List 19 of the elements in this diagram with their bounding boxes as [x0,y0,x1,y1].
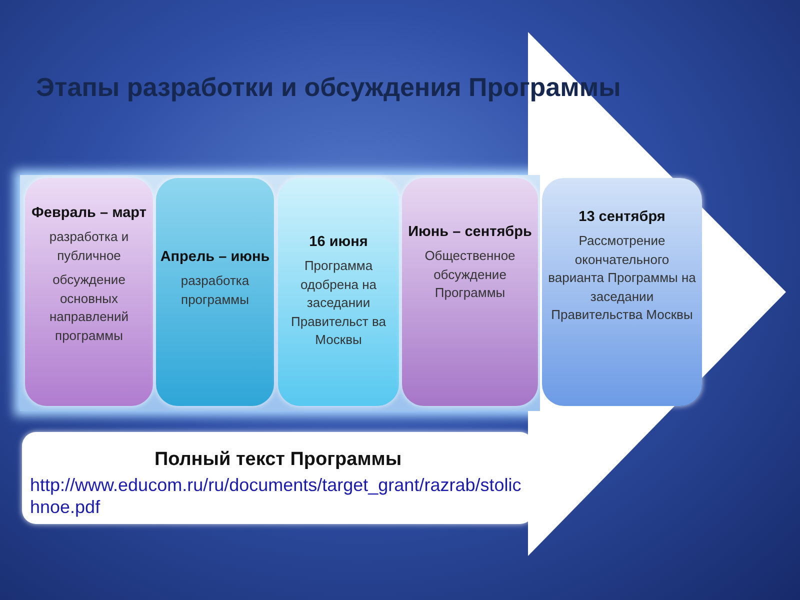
stage-card [542,178,702,406]
stage-description: разработка и публичное [48,228,130,265]
stage-description: обсуждение основных направлений программы [48,271,130,345]
stage-description: Программа одобрена на заседании Правительст ва Москвы [290,257,387,349]
stage-card [25,178,153,406]
stage-card [156,178,274,406]
date-heading: Июнь – сентябрь [408,223,532,242]
date-heading: Апрель – июнь [160,248,270,267]
date-heading: 13 сентября [578,208,666,227]
stage-description: Рассмотрение окончательного варианта Программы на заседании Правительства Москвы [547,232,697,324]
stage-card [278,178,399,406]
link-card [22,432,534,524]
stage-description: разработка программы [180,272,250,309]
card-heading: Полный текст Программы [154,448,402,472]
stage-card [402,178,538,406]
date-heading: 16 июня [309,233,368,252]
date-heading: Февраль – март [32,204,146,223]
url-link: http://www.educom.ru/ru/documents/target_grant/razrab/stolichnoe.pdf [30,474,522,518]
stage-description: Общественное обсуждение Программы [424,247,516,302]
